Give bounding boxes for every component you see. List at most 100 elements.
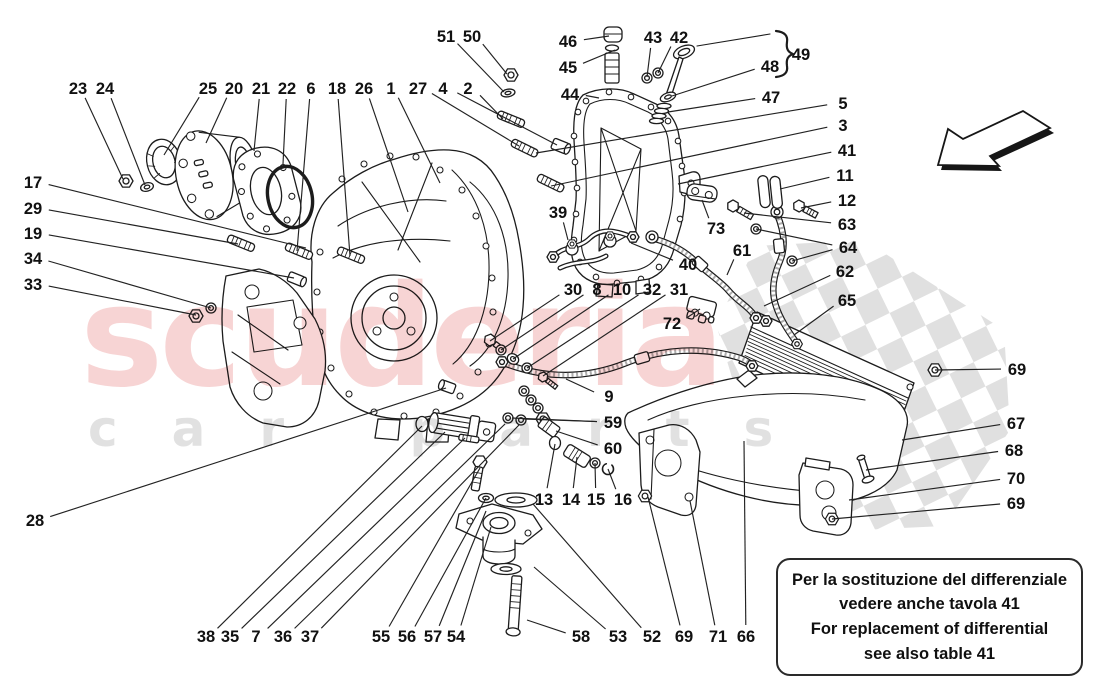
note-box: Per la sostituzione del differenziale ve… (776, 558, 1083, 676)
part-callout-41: 41 (677, 142, 856, 185)
part-number: 64 (839, 239, 858, 257)
part-callout-18: 18 (328, 80, 351, 257)
seal-ring (145, 138, 183, 186)
part-number: 14 (562, 491, 581, 509)
part-number: 13 (535, 491, 553, 509)
part-callout-23: 23 (69, 80, 124, 180)
part-number: 51 (437, 28, 455, 46)
part-number: 69 (675, 628, 693, 646)
part-number: 71 (709, 628, 727, 646)
part-number: 17 (24, 174, 42, 192)
leader-line (253, 98, 260, 152)
breather-body (604, 52, 620, 84)
part-callout-72: 72 (663, 308, 701, 333)
leader-line (50, 387, 447, 518)
leader-line (523, 418, 598, 423)
leader-line (848, 478, 1001, 501)
part-callout-36: 36 (274, 423, 506, 646)
leader-line (457, 43, 505, 93)
part-number: 6 (306, 80, 315, 98)
part-callout-73: 73 (701, 199, 725, 238)
leader-line (532, 503, 642, 629)
part-callout-67: 67 (901, 415, 1025, 441)
part-number: 42 (670, 29, 688, 47)
leader-line (671, 68, 755, 97)
part-number: 25 (199, 80, 217, 98)
leader-line (482, 43, 508, 75)
leader-line (743, 440, 747, 626)
leader-line (562, 222, 569, 241)
part-callout-14: 14 (562, 456, 581, 509)
part-number: 36 (274, 628, 292, 646)
side-cover-assembly (118, 130, 315, 235)
part-callout-53: 53 (533, 566, 627, 646)
part-number: 7 (251, 628, 260, 646)
part-callout-45: 45 (559, 49, 616, 77)
part-number: 31 (670, 281, 688, 299)
support-bracket-70 (798, 457, 854, 536)
part-number: 45 (559, 59, 577, 77)
part-callout-20: 20 (205, 80, 243, 144)
leader-line (607, 468, 617, 490)
part-number: 3 (838, 117, 847, 135)
part-number: 33 (24, 276, 42, 294)
part-number: 61 (733, 242, 751, 260)
part-callout-17: 17 (24, 174, 307, 249)
part-callout-8: 8 (500, 281, 602, 351)
leader-line (565, 378, 595, 393)
hose-clamp-72 (686, 295, 718, 324)
part-number: 63 (838, 216, 856, 234)
leader-line (755, 228, 833, 246)
breather-cap (603, 26, 623, 43)
part-number: 54 (447, 628, 466, 646)
leader-line (320, 424, 520, 629)
part-callout-66: 66 (737, 440, 755, 646)
leader-line (572, 456, 578, 489)
leader-line (793, 305, 834, 336)
leader-line (489, 294, 560, 342)
part-number: 29 (24, 200, 42, 218)
part-callout-54: 54 (447, 526, 492, 646)
o-ring (265, 164, 315, 230)
leader-line (368, 98, 409, 213)
part-number: 53 (609, 628, 627, 646)
part-number: 34 (24, 250, 43, 268)
leader-line (294, 423, 506, 629)
leader-line (550, 126, 828, 187)
direction-arrow (936, 109, 1054, 171)
part-callout-60: 60 (555, 430, 622, 458)
leader-line (865, 450, 999, 471)
leader-line (282, 98, 287, 165)
part-number: 18 (328, 80, 346, 98)
part-callout-1: 1 (386, 80, 441, 184)
part-callout-3: 3 (550, 117, 848, 187)
part-callout-68: 68 (865, 442, 1023, 471)
part-callout-21: 21 (252, 80, 270, 152)
part-callout-30: 30 (489, 281, 582, 342)
part-number: 23 (69, 80, 87, 98)
part-number: 32 (643, 281, 661, 299)
part-callout-48: 48 (671, 58, 779, 97)
leader-line (831, 503, 1001, 520)
leader-line (388, 467, 481, 627)
part-callout-11: 11 (779, 167, 854, 190)
leader-line (546, 443, 556, 489)
part-number: 52 (643, 628, 661, 646)
part-callout-64: 64 (755, 228, 858, 262)
leader-line (630, 242, 674, 261)
part-number: 70 (1007, 470, 1025, 488)
part-callout-51: 51 (437, 28, 505, 93)
part-callout-31: 31 (542, 281, 688, 377)
part-callout-16: 16 (607, 468, 632, 509)
part-number: 50 (463, 28, 481, 46)
part-callout-22: 22 (278, 80, 296, 165)
part-callout-32: 32 (526, 281, 661, 369)
part-number: 40 (679, 256, 697, 274)
part-callout-56: 56 (398, 497, 487, 646)
part-callout-4: 4 (438, 80, 558, 146)
note-line-en-1: For replacement of differential (810, 620, 1049, 638)
leader-line (647, 496, 681, 626)
part-callout-13: 13 (535, 443, 556, 509)
